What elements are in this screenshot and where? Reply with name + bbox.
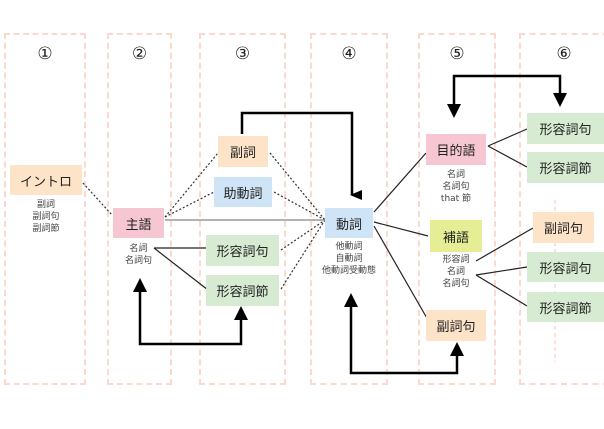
sub-item: that 節	[440, 194, 472, 204]
sub-item: 他動詞受動態	[321, 266, 376, 276]
arrowhead-adj6-down	[553, 93, 567, 107]
node-object: 目的語	[426, 134, 486, 165]
node-adverb-phrase: 副詞句	[426, 310, 486, 341]
sub-item: 副詞節	[32, 224, 60, 234]
dotted-intro-subject	[82, 182, 113, 216]
node-label: イントロ	[19, 174, 72, 190]
node-adverb: 副詞	[218, 136, 268, 167]
node-label: 副詞句	[543, 222, 583, 237]
line-object-adjclause	[487, 145, 528, 168]
node-label: 副詞句	[436, 320, 476, 335]
node-label: 動詞	[335, 217, 362, 233]
line-subject-adjclause	[153, 247, 209, 291]
column-5: ⑤	[418, 33, 496, 385]
line-complement-adverbphrase	[475, 227, 534, 262]
node-adjective-phrase: 形容詞句	[206, 235, 279, 266]
sub-item: 副詞	[36, 200, 55, 210]
line-object-adjphrase	[487, 128, 528, 147]
node-label: 形容詞句	[539, 261, 592, 277]
node-adjective-clause: 形容詞節	[206, 275, 279, 306]
node-adjective-phrase-object: 形容詞句	[527, 113, 604, 144]
sub-item: 副詞句	[32, 212, 60, 222]
line-verb-object	[373, 152, 427, 213]
column-1: ①	[4, 33, 86, 385]
dotted-auxiliary-verb	[273, 191, 326, 221]
node-intro-sub: 副詞 副詞句 副詞節	[10, 199, 82, 235]
arrow-object-adj6	[452, 74, 562, 106]
node-subject: 主語	[113, 208, 164, 238]
sub-item: 名詞句	[442, 182, 470, 192]
node-complement-sub: 形容詞 名詞 名詞句	[430, 254, 482, 290]
column-number: ④	[341, 44, 357, 64]
node-label: 目的語	[436, 144, 476, 159]
column-4: ④	[310, 33, 388, 385]
arrowhead-adverbphrase-up	[450, 342, 464, 356]
sub-item: 名詞	[446, 267, 465, 277]
node-label: 形容詞節	[216, 285, 269, 300]
node-adjective-clause-complement: 形容詞節	[527, 292, 604, 322]
column-number: ⑥	[556, 44, 572, 64]
node-label: 副詞	[229, 146, 256, 161]
dotted-subject-auxiliary	[164, 191, 215, 218]
node-label: 助動詞	[223, 186, 263, 202]
arrow-verb-adverbphrase	[349, 305, 459, 375]
node-complement: 補語	[430, 220, 482, 252]
arrow-adverb-to-verb	[240, 111, 362, 200]
arrowhead-verb-up	[344, 293, 358, 307]
dotted-subject-adverb	[164, 152, 219, 218]
sub-item: 名詞	[129, 244, 148, 254]
line-verb-complement	[373, 221, 429, 237]
arrow-subject-adjclause	[138, 290, 243, 346]
sub-item: 形容詞	[442, 255, 470, 265]
column-number: ③	[234, 44, 251, 64]
sub-item: 名詞句	[124, 256, 152, 266]
node-label: 形容詞句	[539, 123, 592, 138]
node-label: 形容詞句	[216, 245, 269, 260]
sub-item: 名詞	[446, 170, 465, 180]
sub-item: 他動詞	[335, 242, 363, 252]
node-verb-sub: 他動詞 自動詞 他動詞受動態	[310, 241, 388, 277]
column-3: ③	[199, 33, 286, 385]
line-complement-adjphrase	[475, 266, 528, 276]
column-number: ①	[37, 44, 53, 64]
node-object-sub: 名詞 名詞句 that 節	[426, 169, 486, 205]
node-auxiliary: 助動詞	[214, 177, 272, 207]
node-adjective-phrase-complement: 形容詞句	[527, 252, 604, 282]
line-verb-adverbphrase	[373, 225, 429, 321]
arrowhead-object-down	[447, 104, 461, 118]
column-number: ②	[131, 44, 148, 64]
node-verb: 動詞	[325, 208, 373, 238]
dotted-adjclause-verb	[280, 219, 326, 290]
line-complement-adjclause	[475, 274, 528, 307]
node-label: 主語	[125, 217, 152, 233]
node-adverb-phrase-complement: 副詞句	[533, 212, 594, 243]
arrowhead-adjclause-up	[234, 306, 248, 320]
dotted-adjphrase-verb	[280, 219, 326, 251]
node-subject-sub: 名詞 名詞句	[113, 243, 164, 267]
node-label: 形容詞節	[539, 301, 592, 317]
dotted-adverb-verb	[269, 152, 326, 221]
node-intro: イントロ	[10, 165, 82, 195]
sub-item: 名詞句	[442, 279, 470, 289]
column-number: ⑤	[449, 44, 465, 64]
sub-item: 自動詞	[335, 254, 363, 264]
node-label: 形容詞節	[539, 162, 592, 177]
node-label: 補語	[442, 230, 469, 246]
arrowhead-subject-up	[133, 278, 147, 292]
column-6: ⑥	[519, 33, 604, 385]
node-adjective-clause-object: 形容詞節	[527, 152, 604, 183]
